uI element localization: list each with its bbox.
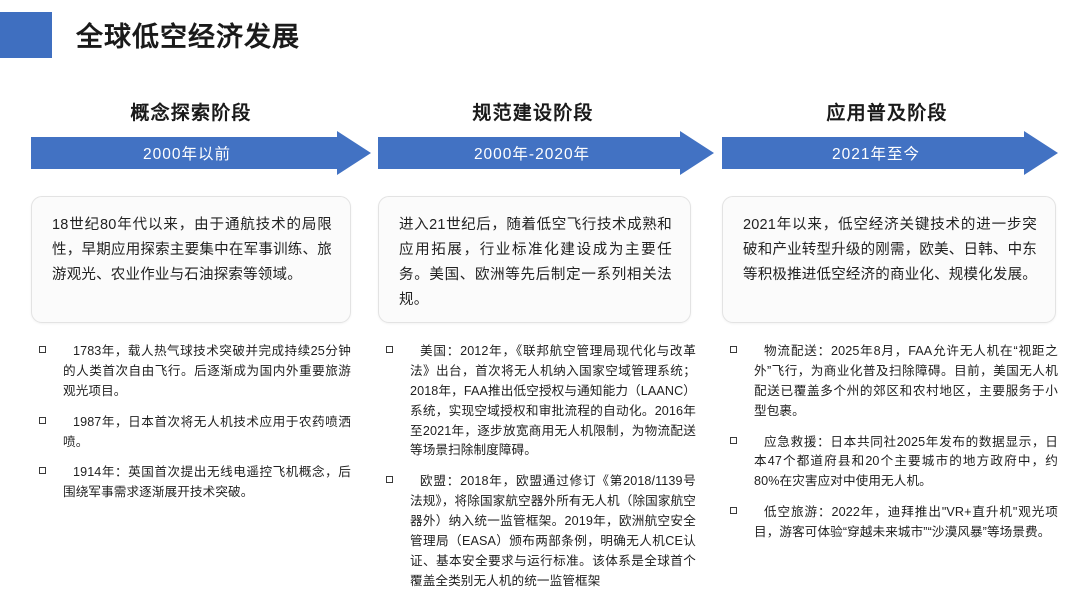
slide-header: 全球低空经济发展 xyxy=(0,12,1080,58)
timeline-arrow-1: 2000年以前 xyxy=(31,131,371,175)
list-item: 美国：2012年，《联邦航空管理局现代化与改革法》出台，首次将无人机纳入国家空域… xyxy=(378,342,696,461)
list-item: 应急救援：日本共同社2025年发布的数据显示，日本47个都道府县和20个主要城市… xyxy=(722,433,1058,493)
timeline-period-2: 2000年-2020年 xyxy=(473,146,591,163)
bullet-column-1: 1783年，载人热气球技术突破并完成持续25分钟的人类首次自由飞行。后逐渐成为国… xyxy=(31,342,351,514)
list-item: 低空旅游：2022年，迪拜推出"VR+直升机"观光项目，游客可体验“穿越未来城市… xyxy=(722,503,1058,543)
list-item-text: 欧盟：2018年，欧盟通过修订《第2018/1139号法规》，将除国家航空器外所… xyxy=(410,474,696,588)
timeline-period-3: 2021年至今 xyxy=(832,146,920,163)
square-bullet-icon xyxy=(39,346,46,353)
list-item: 欧盟：2018年，欧盟通过修订《第2018/1139号法规》，将除国家航空器外所… xyxy=(378,472,696,591)
bullet-column-3: 物流配送：2025年8月，FAA允许无人机在“视距之外”飞行，为商业化普及扫除障… xyxy=(722,342,1058,554)
stage-label-3: 应用普及阶段 xyxy=(826,103,948,124)
list-item: 物流配送：2025年8月，FAA允许无人机在“视距之外”飞行，为商业化普及扫除障… xyxy=(722,342,1058,422)
summary-text-1: 18世纪80年代以来，由于通航技术的局限性，早期应用探索主要集中在军事训练、旅游… xyxy=(52,217,332,283)
page-title: 全球低空经济发展 xyxy=(76,22,300,52)
square-bullet-icon xyxy=(730,436,737,444)
timeline-arrow-2: 2000年-2020年 xyxy=(378,131,714,175)
square-bullet-icon xyxy=(730,507,737,515)
square-bullet-icon xyxy=(39,467,46,475)
square-bullet-icon xyxy=(386,346,393,353)
stage-label-2: 规范建设阶段 xyxy=(472,103,594,124)
summary-text-2: 进入21世纪后，随着低空飞行技术成熟和应用拓展，行业标准化建设成为主要任务。美国… xyxy=(399,217,672,308)
stage-label-1: 概念探索阶段 xyxy=(130,103,252,124)
list-item-text: 1987年，日本首次将无人机技术应用于农药喷洒喷。 xyxy=(63,414,351,449)
bullet-column-2: 美国：2012年，《联邦航空管理局现代化与改革法》出台，首次将无人机纳入国家空域… xyxy=(378,342,696,603)
list-item-text: 物流配送：2025年8月，FAA允许无人机在“视距之外”飞行，为商业化普及扫除障… xyxy=(754,344,1058,418)
summary-card-2: 进入21世纪后，随着低空飞行技术成熟和应用拓展，行业标准化建设成为主要任务。美国… xyxy=(378,196,691,323)
list-item-text: 1914年：英国首次提出无线电遥控飞机概念，后围绕军事需求逐渐展开技术突破。 xyxy=(63,465,351,500)
square-bullet-icon xyxy=(39,416,46,424)
list-item: 1783年，载人热气球技术突破并完成持续25分钟的人类首次自由飞行。后逐渐成为国… xyxy=(31,342,351,402)
timeline-arrow-3: 2021年至今 xyxy=(722,131,1058,175)
list-item-text: 1783年，载人热气球技术突破并完成持续25分钟的人类首次自由飞行。后逐渐成为国… xyxy=(63,344,351,398)
list-item: 1987年，日本首次将无人机技术应用于农药喷洒喷。 xyxy=(31,413,351,453)
list-item-text: 低空旅游：2022年，迪拜推出"VR+直升机"观光项目，游客可体验“穿越未来城市… xyxy=(754,505,1058,540)
square-bullet-icon xyxy=(730,346,737,353)
title-accent-block xyxy=(0,12,52,58)
list-item-text: 应急救援：日本共同社2025年发布的数据显示，日本47个都道府县和20个主要城市… xyxy=(754,434,1058,489)
summary-card-1: 18世纪80年代以来，由于通航技术的局限性，早期应用探索主要集中在军事训练、旅游… xyxy=(31,196,351,323)
list-item: 1914年：英国首次提出无线电遥控飞机概念，后围绕军事需求逐渐展开技术突破。 xyxy=(31,463,351,503)
list-item-text: 美国：2012年，《联邦航空管理局现代化与改革法》出台，首次将无人机纳入国家空域… xyxy=(410,344,696,458)
square-bullet-icon xyxy=(386,476,393,484)
summary-card-3: 2021年以来，低空经济关键技术的进一步突破和产业转型升级的刚需，欧美、日韩、中… xyxy=(722,196,1056,323)
summary-text-3: 2021年以来，低空经济关键技术的进一步突破和产业转型升级的刚需，欧美、日韩、中… xyxy=(743,217,1037,283)
timeline-period-1: 2000年以前 xyxy=(143,146,231,163)
